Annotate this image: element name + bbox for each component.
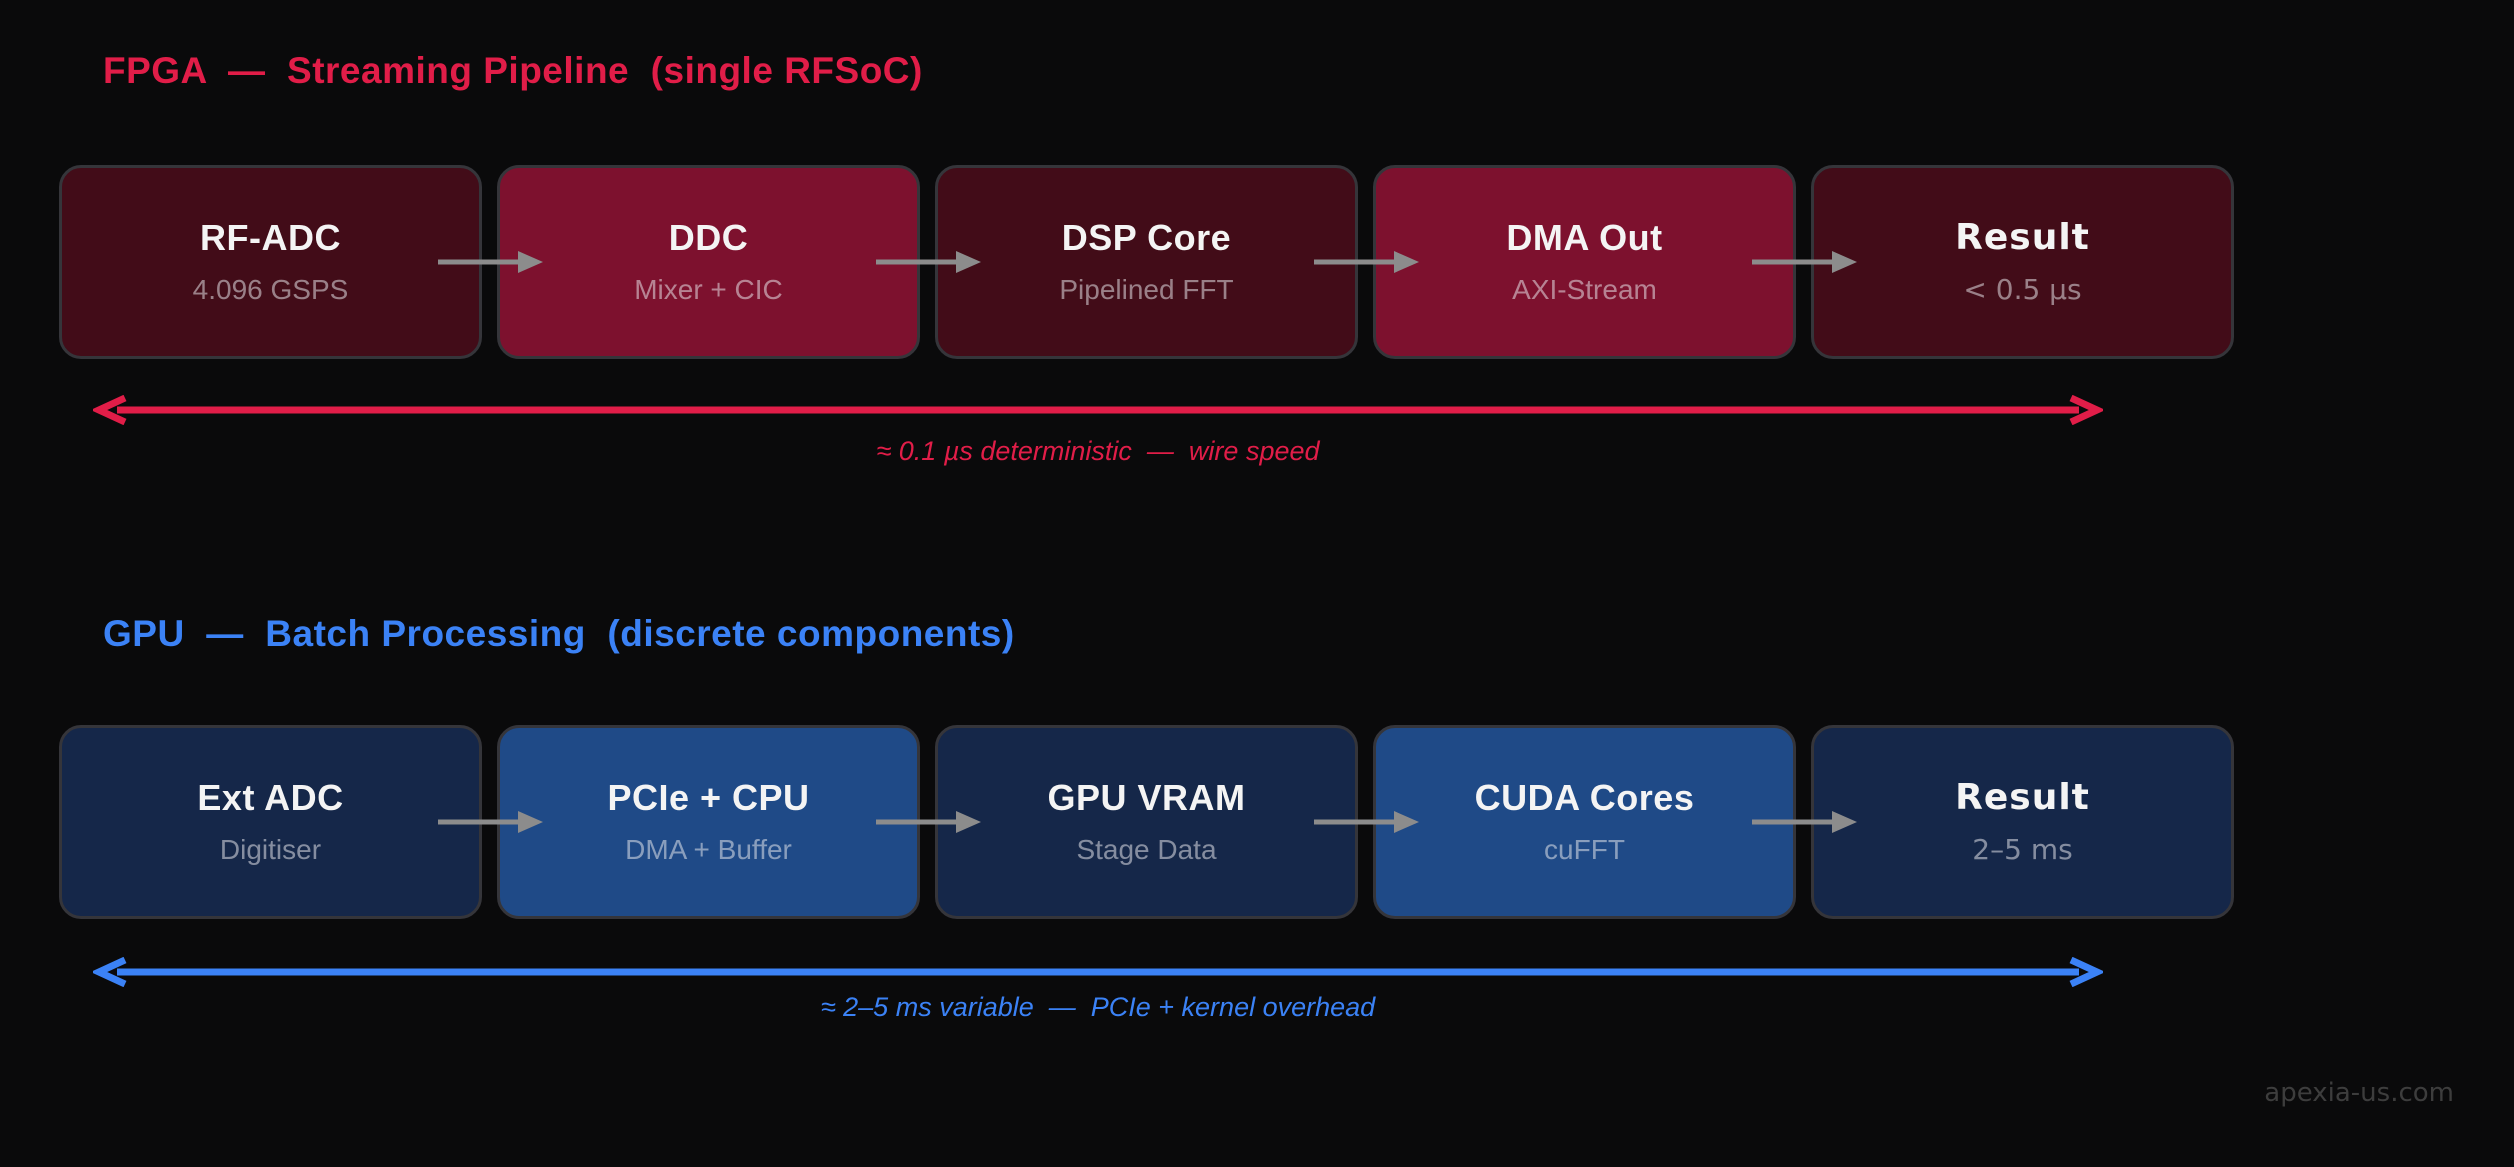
node-sublabel: < 0.5 µs <box>1963 273 2082 306</box>
node-ext-adc: Ext ADC Digitiser <box>59 725 482 919</box>
node-pcie-cpu: PCIe + CPU DMA + Buffer <box>497 725 920 919</box>
node-sublabel: Mixer + CIC <box>634 274 783 305</box>
node-label: DSP Core <box>1061 217 1232 258</box>
fpga-section-title: FPGA — Streaming Pipeline (single RFSoC) <box>103 50 923 91</box>
right-arrow-icon <box>438 811 543 833</box>
node-cuda-cores: CUDA Cores cuFFT <box>1373 725 1796 919</box>
node-sublabel: Stage Data <box>1076 834 1217 865</box>
node-label: Result <box>1955 777 2090 818</box>
node-sublabel: DMA + Buffer <box>625 834 792 865</box>
node-gpu-result: Result 2–5 ms <box>1811 725 2234 919</box>
node-fpga-result: Result < 0.5 µs <box>1811 165 2234 359</box>
node-label: PCIe + CPU <box>607 777 810 818</box>
fpga-latency-annotation: ≈ 0.1 µs deterministic — wire speed <box>876 436 1320 466</box>
watermark: apexia-us.com <box>2264 1078 2454 1108</box>
right-arrow-icon <box>438 251 543 273</box>
gpu-latency-annotation: ≈ 2–5 ms variable — PCIe + kernel overhe… <box>820 992 1376 1022</box>
node-label: CUDA Cores <box>1474 777 1695 818</box>
node-rf-adc: RF-ADC 4.096 GSPS <box>59 165 482 359</box>
gpu-section-title: GPU — Batch Processing (discrete compone… <box>103 613 1015 654</box>
node-sublabel: cuFFT <box>1544 834 1625 865</box>
node-sublabel: 4.096 GSPS <box>192 274 349 305</box>
right-arrow-icon <box>1752 251 1857 273</box>
gpu-latency-span-arrow-icon <box>93 957 2103 987</box>
node-label: RF-ADC <box>200 217 341 258</box>
node-gpu-vram: GPU VRAM Stage Data <box>935 725 1358 919</box>
right-arrow-icon <box>1314 811 1419 833</box>
gpu-node-row: Ext ADC Digitiser PCIe + CPU DMA + Buffe… <box>59 725 2234 919</box>
fpga-node-row: RF-ADC 4.096 GSPS DDC Mixer + CIC DSP Co… <box>59 165 2234 359</box>
node-dsp-core: DSP Core Pipelined FFT <box>935 165 1358 359</box>
node-label: DDC <box>668 217 749 258</box>
node-label: Result <box>1955 217 2090 258</box>
node-label: DMA Out <box>1506 217 1663 258</box>
node-sublabel: Digitiser <box>219 834 322 865</box>
right-arrow-icon <box>1314 251 1419 273</box>
right-arrow-icon <box>876 251 981 273</box>
node-sublabel: AXI-Stream <box>1512 274 1657 305</box>
node-sublabel: 2–5 ms <box>1972 833 2073 866</box>
node-label: Ext ADC <box>197 777 344 818</box>
right-arrow-icon <box>876 811 981 833</box>
right-arrow-icon <box>1752 811 1857 833</box>
fpga-latency-span-arrow-icon <box>93 395 2103 425</box>
node-label: GPU VRAM <box>1047 777 1246 818</box>
node-sublabel: Pipelined FFT <box>1059 274 1234 305</box>
node-dma-out: DMA Out AXI-Stream <box>1373 165 1796 359</box>
node-ddc: DDC Mixer + CIC <box>497 165 920 359</box>
